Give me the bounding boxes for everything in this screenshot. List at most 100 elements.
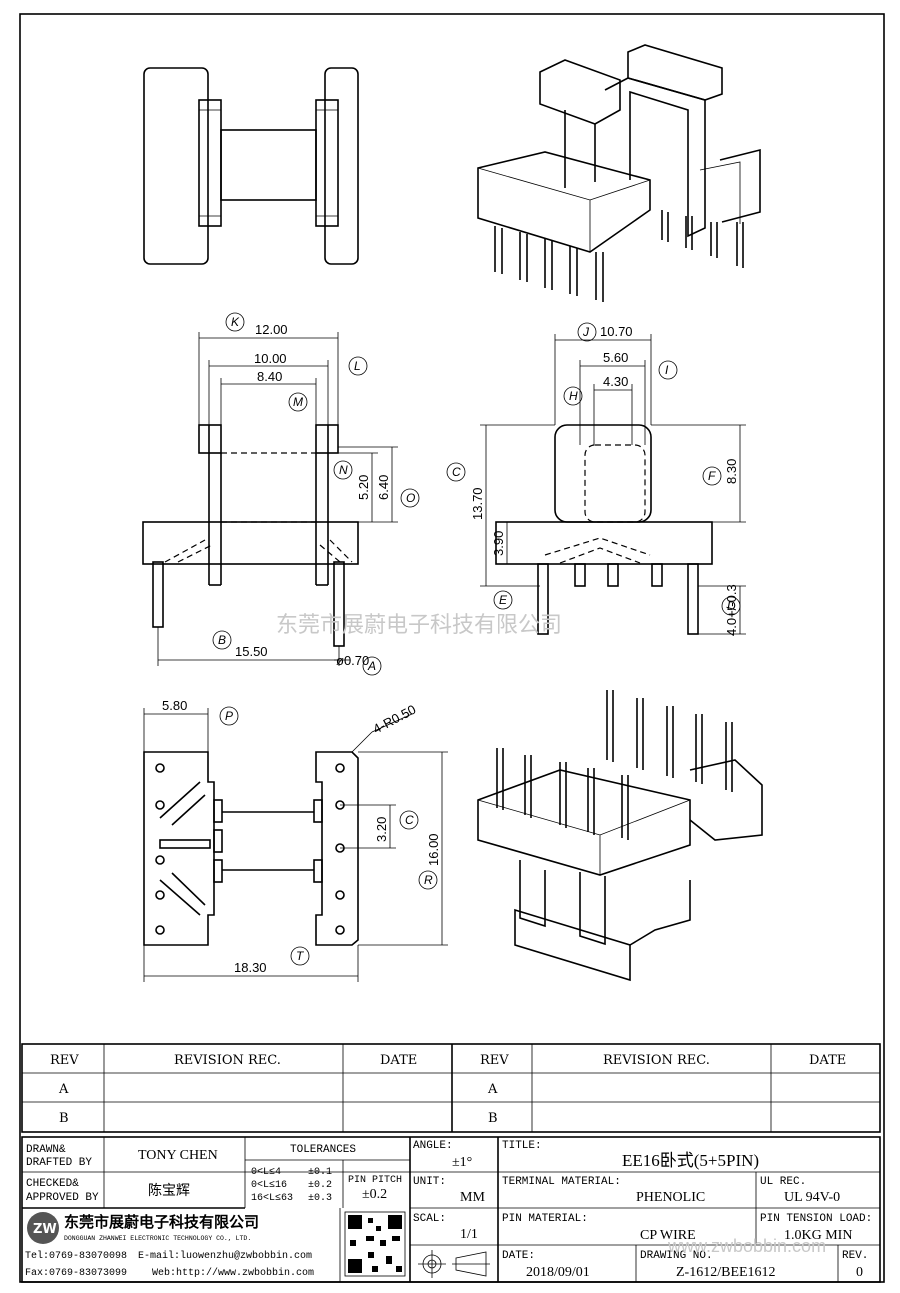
company-logo-icon: ZW — [27, 1212, 59, 1244]
callout-k: K — [225, 312, 245, 332]
tol-row-2-range: 0<L≤16 — [251, 1180, 287, 1191]
dim-a: ø0.70 — [336, 653, 369, 668]
dim-f: 8.30 — [724, 459, 739, 484]
fax-text: Fax:0769-83073099 — [25, 1268, 127, 1279]
title-value: EE16卧式(5+5PIN) — [622, 1151, 759, 1170]
dim-c: 13.70 — [470, 487, 485, 520]
ul-label: UL REC. — [760, 1176, 806, 1188]
dimension-text: 12.00 10.00 8.40 5.20 6.40 15.50 ø0.70 1… — [162, 322, 739, 975]
callout-a: A — [362, 656, 382, 676]
rev-row-b-1: B — [59, 1111, 69, 1126]
svg-text:O: O — [406, 491, 415, 505]
bottom-view — [143, 751, 359, 946]
dim-h: 4.30 — [603, 374, 628, 389]
dim-e: 3.90 — [491, 531, 506, 556]
pin-tension-value: 1.0KG MIN — [784, 1228, 852, 1243]
tol-row-3-value: ±0.3 — [308, 1193, 332, 1204]
date-value: 2018/09/01 — [526, 1265, 590, 1280]
dim-b: 15.50 — [235, 644, 268, 659]
callout-b: B — [212, 630, 232, 650]
isometric-view-bottom — [477, 690, 763, 982]
callout-m: M — [288, 392, 308, 412]
svg-text:C: C — [452, 465, 461, 479]
svg-text:C: C — [405, 813, 414, 827]
tol-row-3-range: 16<L≤63 — [251, 1193, 293, 1204]
rev-label: REV. — [842, 1250, 868, 1262]
pin-material-value: CP WIRE — [640, 1228, 696, 1243]
rev-row-a-2: A — [487, 1082, 498, 1097]
drawing-no-value: Z-1612/BEE1612 — [676, 1265, 776, 1280]
checked-label-2: APPROVED BY — [26, 1192, 99, 1204]
svg-text:T: T — [296, 949, 305, 963]
svg-text:M: M — [293, 395, 303, 409]
dim-k: 12.00 — [255, 322, 288, 337]
callout-o: O — [400, 488, 420, 508]
watermark-url: www.zwbobbin.com — [667, 1236, 826, 1256]
title-label: TITLE: — [502, 1140, 542, 1152]
scal-label: SCAL: — [413, 1213, 446, 1225]
svg-text:R: R — [424, 873, 433, 887]
rev-row-b-2: B — [488, 1111, 498, 1126]
callout-t: T — [290, 946, 310, 966]
callout-n: N — [333, 460, 353, 480]
ul-value: UL 94V-0 — [784, 1190, 840, 1205]
callout-j: J — [577, 322, 597, 342]
callout-e: E — [493, 590, 513, 610]
dim-c2: 3.20 — [374, 817, 389, 842]
drawing-no-label: DRAWING NO. — [640, 1250, 713, 1262]
scal-value: 1/1 — [460, 1227, 478, 1242]
callout-letters: K L M N O B A J I H F C E D P C R T — [212, 312, 741, 966]
terminal-material-label: TERMINAL MATERIAL: — [502, 1176, 621, 1188]
date-header-2: DATE — [809, 1053, 846, 1068]
svg-text:B: B — [218, 633, 226, 647]
svg-text:J: J — [582, 325, 590, 339]
checked-value: 陈宝辉 — [148, 1182, 190, 1199]
callout-c2: C — [399, 810, 419, 830]
pin-pitch-label: PIN PITCH — [348, 1175, 402, 1186]
dim-m: 8.40 — [257, 369, 282, 384]
watermark-text: 东莞市展蔚电子科技有限公司 — [276, 612, 562, 637]
svg-text:A: A — [367, 659, 376, 673]
svg-text:L: L — [354, 359, 361, 373]
pin-material-label: PIN MATERIAL: — [502, 1213, 588, 1225]
rev-value: 0 — [856, 1265, 863, 1280]
date-label: DATE: — [502, 1250, 535, 1262]
svg-text:I: I — [665, 363, 669, 377]
callout-h: H — [563, 386, 583, 406]
callout-r: R — [418, 870, 438, 890]
angle-label: ANGLE: — [413, 1140, 453, 1152]
dim-t: 18.30 — [234, 960, 267, 975]
callout-d: D — [721, 596, 741, 616]
tolerances-label: TOLERANCES — [290, 1144, 356, 1156]
rev-row-a-1: A — [58, 1082, 69, 1097]
dim-j: 10.70 — [600, 324, 633, 339]
drawn-value: TONY CHEN — [138, 1148, 218, 1163]
svg-text:N: N — [339, 463, 348, 477]
tol-row-1-value: ±0.1 — [308, 1167, 332, 1178]
top-view — [143, 67, 359, 265]
dim-o: 6.40 — [376, 475, 391, 500]
logo-letters: ZW — [33, 1222, 57, 1237]
rev-header-1: REV — [50, 1053, 79, 1068]
callout-f: F — [702, 466, 722, 486]
dim-l: 10.00 — [254, 351, 287, 366]
checked-label-1: CHECKED& — [26, 1178, 79, 1190]
unit-label: UNIT: — [413, 1176, 446, 1188]
dim-p: 5.80 — [162, 698, 187, 713]
unit-value: MM — [460, 1190, 485, 1205]
svg-text:P: P — [225, 709, 233, 723]
callout-i: I — [658, 360, 678, 380]
pin-pitch-value: ±0.2 — [362, 1187, 387, 1202]
web-text: Web:http://www.zwbobbin.com — [152, 1267, 314, 1279]
terminal-material-value: PHENOLIC — [636, 1190, 705, 1205]
angle-value: ±1° — [452, 1155, 472, 1170]
company-name-cn: 东莞市展蔚电子科技有限公司 — [64, 1213, 259, 1231]
svg-text:E: E — [499, 593, 508, 607]
drawn-label-1: DRAWN& — [26, 1144, 66, 1156]
isometric-view-top — [477, 44, 761, 302]
dim-corner: 4-R0.50 — [370, 702, 418, 737]
dim-r: 16.00 — [426, 833, 441, 866]
rev-header-2: REV — [480, 1053, 509, 1068]
svg-text:K: K — [231, 315, 240, 329]
